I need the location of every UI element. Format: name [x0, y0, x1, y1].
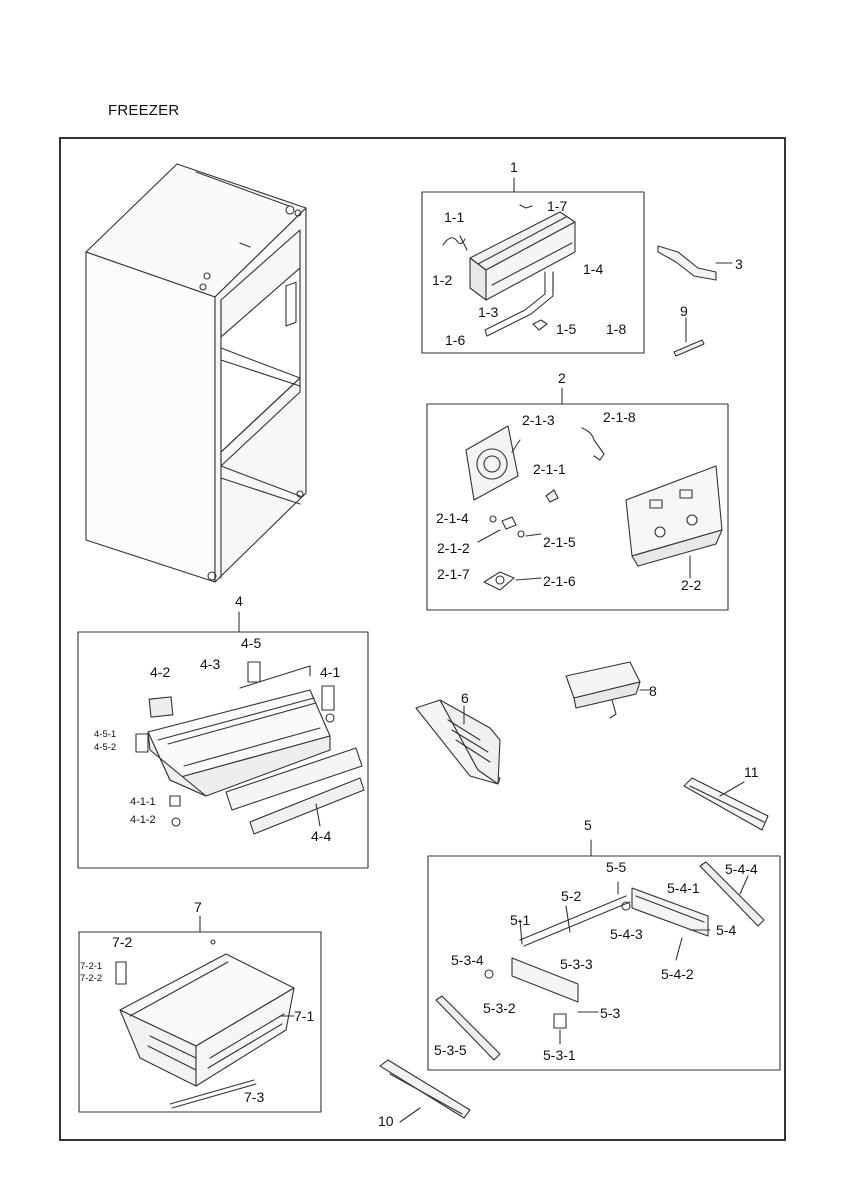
callout-5-4: 5-4: [716, 922, 737, 938]
callout-1: 1: [510, 159, 518, 175]
callout-1-2: 1-2: [432, 272, 453, 288]
callout-7-2-1: 7-2-1: [80, 961, 103, 972]
callout-7: 7: [194, 899, 202, 915]
callout-6: 6: [461, 690, 469, 706]
callout-7-2: 7-2: [112, 934, 133, 950]
callout-3: 3: [735, 256, 743, 272]
callout-5-3-2: 5-3-2: [483, 1000, 516, 1016]
callout-1-5: 1-5: [556, 321, 577, 337]
callout-9: 9: [680, 303, 688, 319]
callout-2: 2: [558, 370, 566, 386]
callout-4-2: 4-2: [150, 664, 171, 680]
callout-7-1: 7-1: [294, 1008, 315, 1024]
part-9-bracket: [673, 317, 705, 357]
callout-5: 5: [584, 817, 592, 833]
callout-5-3-3: 5-3-3: [560, 956, 593, 972]
callout-2-1-7: 2-1-7: [437, 566, 470, 582]
part-11-rail: [683, 777, 769, 831]
group-1-box: [421, 177, 645, 354]
part-8-assembly: [565, 661, 651, 719]
group-2-box: [426, 387, 729, 611]
callout-1-4: 1-4: [583, 261, 604, 277]
callout-2-1-5: 2-1-5: [543, 534, 576, 550]
callout-5-1: 5-1: [510, 912, 531, 928]
diagram-frame: [59, 137, 786, 1141]
callout-5-3: 5-3: [600, 1005, 621, 1021]
callout-5-4-3: 5-4-3: [610, 926, 643, 942]
callout-10: 10: [378, 1113, 394, 1129]
callout-4-5-2: 4-5-2: [94, 742, 117, 753]
page-title: FREEZER: [108, 102, 180, 119]
callout-1-3: 1-3: [478, 304, 499, 320]
group-4-box: [77, 611, 369, 869]
callout-5-5: 5-5: [606, 859, 627, 875]
part-10-rail: [379, 1059, 471, 1123]
callout-7-3: 7-3: [244, 1089, 265, 1105]
callout-5-3-1: 5-3-1: [543, 1047, 576, 1063]
callout-1-1: 1-1: [444, 209, 465, 225]
group-7-box: [78, 915, 322, 1113]
callout-5-4-1: 5-4-1: [667, 880, 700, 896]
callout-5-4-2: 5-4-2: [661, 966, 694, 982]
callout-11: 11: [744, 764, 759, 780]
callout-1-8: 1-8: [606, 321, 627, 337]
callout-5-4-4: 5-4-4: [725, 861, 758, 877]
callout-8: 8: [649, 683, 657, 699]
callout-4-5: 4-5: [241, 635, 262, 651]
callout-5-3-4: 5-3-4: [451, 952, 484, 968]
callout-4-3: 4-3: [200, 656, 221, 672]
part-3-bracket: [657, 245, 733, 281]
refrigerator-cabinet: [85, 163, 307, 583]
callout-5-3-5: 5-3-5: [434, 1042, 467, 1058]
callout-7-2-2: 7-2-2: [80, 973, 103, 984]
callout-2-1-8: 2-1-8: [603, 409, 636, 425]
callout-4-4: 4-4: [311, 828, 332, 844]
callout-2-2: 2-2: [681, 577, 702, 593]
callout-1-6: 1-6: [445, 332, 466, 348]
callout-1-7: 1-7: [547, 198, 568, 214]
callout-4-5-1: 4-5-1: [94, 729, 117, 740]
callout-4-1-2: 4-1-2: [130, 814, 156, 826]
callout-2-1-1: 2-1-1: [533, 461, 566, 477]
callout-2-1-4: 2-1-4: [436, 510, 469, 526]
callout-5-2: 5-2: [561, 888, 582, 904]
part-6-bin-divider: [415, 699, 501, 785]
callout-4-1: 4-1: [320, 664, 341, 680]
callout-2-1-3: 2-1-3: [522, 412, 555, 428]
group-5-box: [427, 839, 781, 1071]
callout-2-1-2: 2-1-2: [437, 540, 470, 556]
callout-4: 4: [235, 593, 243, 609]
callout-4-1-1: 4-1-1: [130, 796, 156, 808]
callout-2-1-6: 2-1-6: [543, 573, 576, 589]
